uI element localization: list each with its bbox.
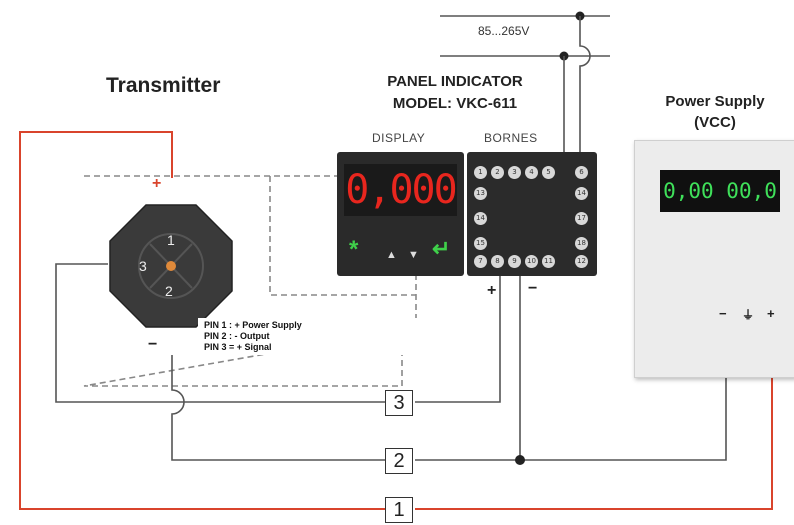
psu-ground-icon: ⏚ xyxy=(742,308,755,322)
psu-title-line-2: (VCC) xyxy=(694,114,736,131)
psu-plus-sign: + xyxy=(767,306,775,321)
wire-3-signal xyxy=(55,262,501,403)
transmitter-minus-sign: − xyxy=(148,336,158,353)
display-label: DISPLAY xyxy=(372,131,426,145)
psu-title-line-1: Power Supply xyxy=(665,93,765,110)
terminal-top-6: 6 xyxy=(575,166,588,179)
mains-voltage-label: 85...265V xyxy=(478,24,530,38)
power-supply-title: Power Supply (VCC) xyxy=(640,91,790,133)
mains-wire-terminal-6 xyxy=(579,16,591,152)
bornes-label: BORNES xyxy=(484,131,538,145)
transmitter-plus-sign: + xyxy=(152,175,162,192)
terminal-left-1: 13 xyxy=(474,187,487,200)
panel-minus-sign: − xyxy=(528,280,538,297)
terminal-left-3: 15 xyxy=(474,237,487,250)
wire-label-3: 3 xyxy=(385,390,413,416)
panel-indicator-title: PANEL INDICATOR MODEL: VKC-611 xyxy=(360,71,550,115)
transmitter-pin-1: 1 xyxy=(167,232,175,248)
pin-legend-line-3: PIN 3 = + Signal xyxy=(204,342,272,352)
star-key-icon[interactable]: * xyxy=(349,236,359,263)
wire-2-junction xyxy=(515,455,525,465)
terminal-bottom-2: 8 xyxy=(491,255,504,268)
wire-label-2: 2 xyxy=(385,448,413,474)
terminal-right-1: 14 xyxy=(575,187,588,200)
up-arrow-icon[interactable]: ▲ xyxy=(386,249,397,261)
wire-label-1: 1 xyxy=(385,497,413,523)
transmitter-center-pin xyxy=(166,261,176,271)
transmitter-title: Transmitter xyxy=(106,74,221,97)
terminal-bottom-6: 12 xyxy=(575,255,588,268)
terminal-bottom-4: 10 xyxy=(525,255,538,268)
psu-display: 0,00 00,0 xyxy=(660,170,780,212)
panel-title-line-1: PANEL INDICATOR xyxy=(387,73,523,90)
pin-legend: PIN 1 : + Power Supply PIN 2 : - Output … xyxy=(198,318,420,355)
terminal-top-4: 4 xyxy=(525,166,538,179)
terminal-left-2: 14 xyxy=(474,212,487,225)
enter-key-icon[interactable]: ↵ xyxy=(432,236,451,261)
terminal-right-3: 18 xyxy=(575,237,588,250)
terminal-top-3: 3 xyxy=(508,166,521,179)
terminal-bottom-5: 11 xyxy=(542,255,555,268)
terminal-bottom-1: 7 xyxy=(474,255,487,268)
transmitter-pin-3: 3 xyxy=(139,258,147,274)
terminal-top-2: 2 xyxy=(491,166,504,179)
down-arrow-icon[interactable]: ▼ xyxy=(408,249,419,261)
display-reading: 0,000 xyxy=(344,164,458,216)
wire-1-power xyxy=(19,131,773,510)
terminal-bottom-3: 9 xyxy=(508,255,521,268)
panel-plus-sign: + xyxy=(487,282,497,299)
pin-legend-line-2: PIN 2 : - Output xyxy=(204,331,270,341)
transmitter-pin-2: 2 xyxy=(165,283,173,299)
panel-title-line-2: MODEL: VKC-611 xyxy=(392,95,518,112)
terminal-top-5: 5 xyxy=(542,166,555,179)
terminal-right-2: 17 xyxy=(575,212,588,225)
terminal-top-1: 1 xyxy=(474,166,487,179)
pin-legend-line-1: PIN 1 : + Power Supply xyxy=(204,320,302,330)
transmitter-body xyxy=(109,204,233,328)
psu-minus-sign: − xyxy=(719,306,727,321)
